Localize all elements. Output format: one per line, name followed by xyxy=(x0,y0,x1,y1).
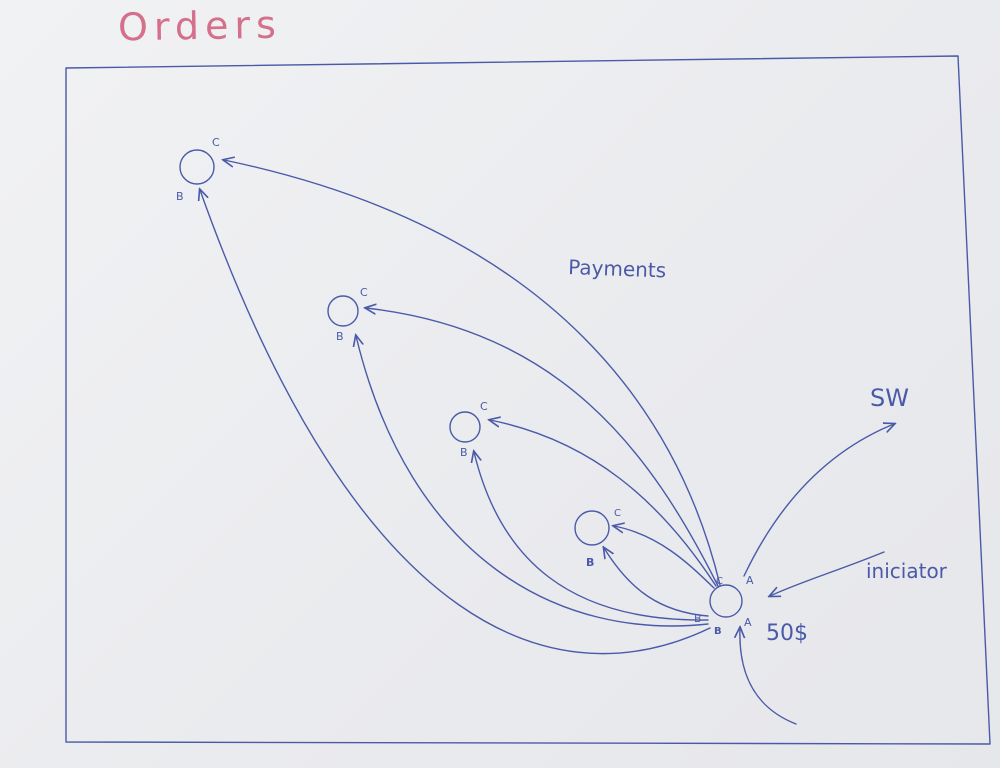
node2-b-label: B xyxy=(336,330,344,343)
edge-iniciator-to-main xyxy=(770,551,885,596)
iniciator-label: iniciator xyxy=(866,559,948,583)
edge-main-to-node4-b xyxy=(604,548,709,617)
edge-main-to-node2-c xyxy=(366,308,719,587)
edge-main-to-node1-b xyxy=(200,190,711,655)
edge-main-to-node1-c xyxy=(224,160,721,586)
node4-b-label: B xyxy=(586,556,594,569)
main-a-bottom-label: A xyxy=(744,616,752,629)
node-4[interactable] xyxy=(574,510,610,546)
edge-incoming-bottom xyxy=(740,628,797,725)
sw-label: SW xyxy=(870,384,909,412)
edge-main-to-node3-c xyxy=(490,420,717,587)
payments-label: Payments xyxy=(568,255,667,282)
node4-c-label: C xyxy=(614,508,621,519)
node2-c-label: C xyxy=(360,286,368,299)
amount-label: 50$ xyxy=(766,621,808,646)
main-a-top-label: A xyxy=(746,574,754,587)
main-b-below-label: B xyxy=(714,626,722,637)
node1-c-label: C xyxy=(212,136,220,149)
edge-main-to-node4-c xyxy=(614,526,715,589)
node-2[interactable] xyxy=(327,295,359,327)
main-c-label: C xyxy=(716,576,723,587)
main-node[interactable] xyxy=(709,584,743,618)
frame-border xyxy=(65,55,991,745)
node1-b-label: B xyxy=(176,190,184,203)
node-3[interactable] xyxy=(449,411,481,443)
main-b-label: B xyxy=(694,612,702,625)
node-1[interactable] xyxy=(179,149,215,185)
edge-main-to-node3-b xyxy=(474,452,709,621)
node3-b-label: B xyxy=(460,446,468,459)
edge-main-to-sw xyxy=(743,424,894,577)
edge-main-to-node2-b xyxy=(356,336,709,627)
node3-c-label: C xyxy=(480,400,488,413)
